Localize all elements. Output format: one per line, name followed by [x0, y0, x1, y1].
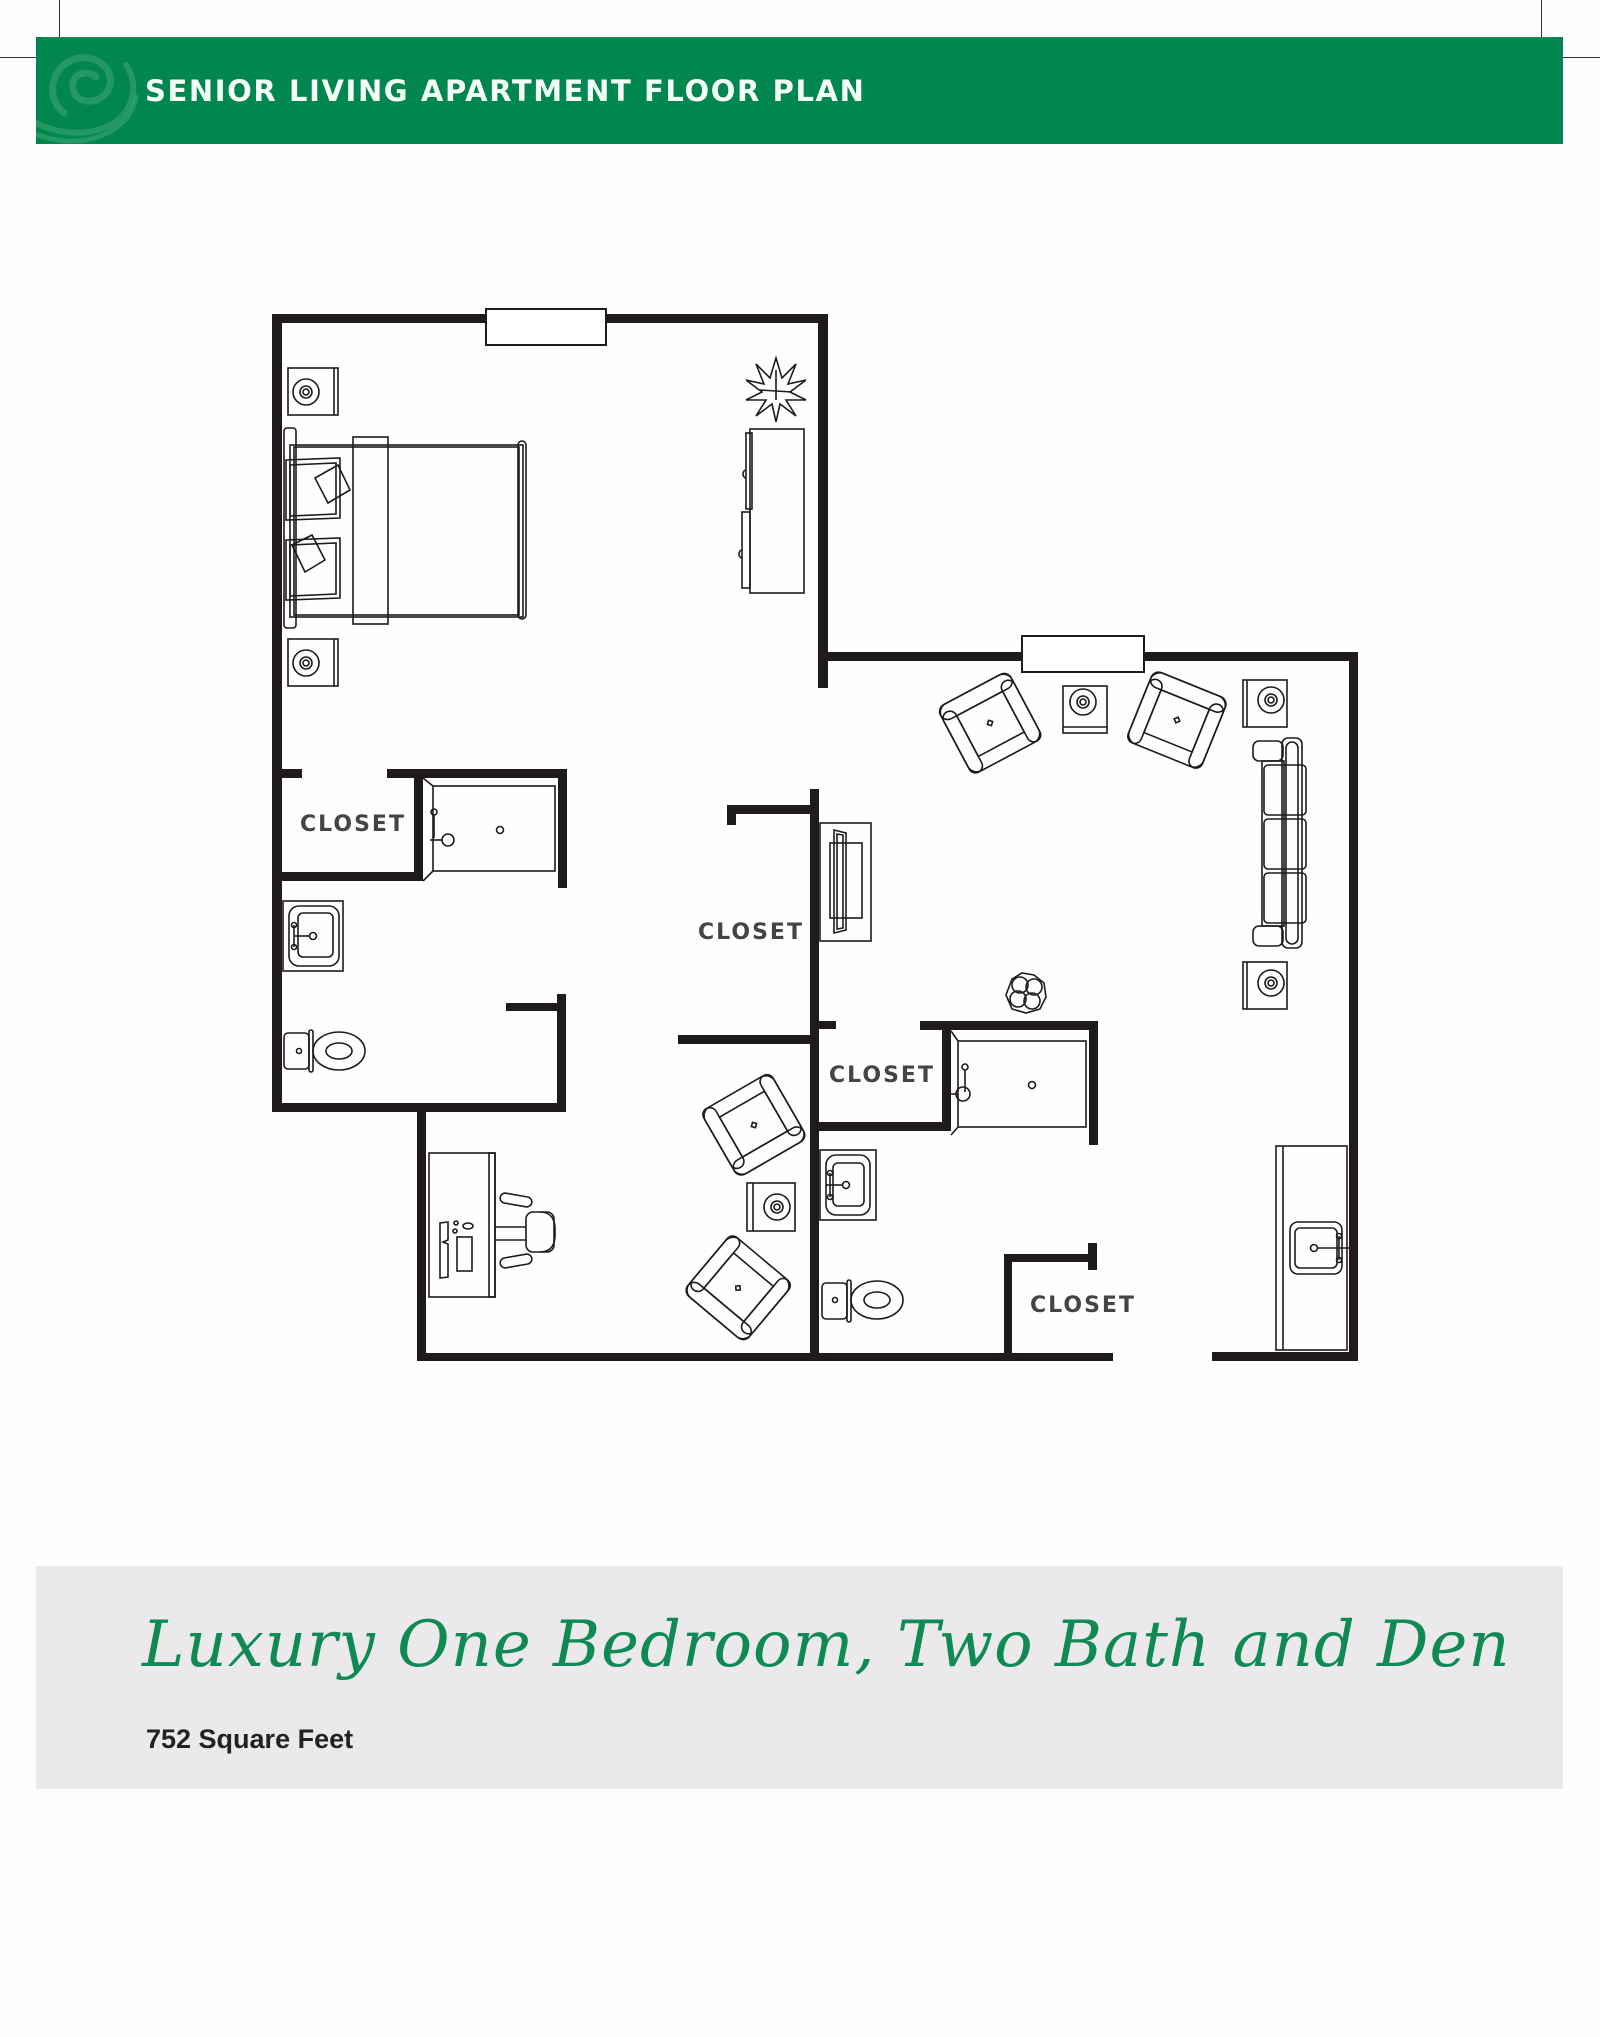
nightstand-icon [287, 638, 339, 687]
side-table-icon [746, 1182, 796, 1232]
window-icon [485, 308, 607, 346]
room-label-closet: CLOSET [1030, 1293, 1136, 1318]
armchair-icon [938, 672, 1042, 774]
crop-mark [1563, 57, 1600, 58]
header-banner: SENIOR LIVING APARTMENT FLOOR PLAN [36, 37, 1563, 144]
sofa-icon [1252, 737, 1307, 949]
kitchen-sink-icon [1289, 1221, 1349, 1275]
toilet-icon [283, 1029, 366, 1073]
toilet-icon [821, 1279, 904, 1323]
window-icon [1021, 635, 1145, 673]
plant-icon [745, 355, 807, 423]
armchair-icon [702, 1073, 806, 1176]
room-label-closet: CLOSET [300, 812, 406, 837]
unit-title: Luxury One Bedroom, Two Bath and Den [142, 1608, 1511, 1682]
crop-mark [59, 0, 60, 37]
side-table-icon [1062, 685, 1108, 734]
room-label-closet: CLOSET [829, 1063, 935, 1088]
page-title: SENIOR LIVING APARTMENT FLOOR PLAN [145, 73, 866, 108]
dresser-icon [738, 428, 805, 594]
armchair-icon [685, 1235, 792, 1341]
armchair-icon [1126, 671, 1227, 769]
sink-icon [282, 900, 344, 972]
nightstand-icon [287, 367, 339, 416]
floor-plan [272, 308, 1358, 1361]
swirl-logo-icon [36, 54, 139, 144]
crop-mark [1541, 0, 1542, 37]
plant-icon [1005, 972, 1047, 1014]
unit-area: 752 Square Feet [146, 1724, 354, 1754]
walls [272, 314, 1358, 1361]
bed-icon [283, 427, 527, 629]
room-label-closet: CLOSET [698, 920, 804, 945]
shower-icon [950, 1030, 1087, 1136]
tv-console-icon [819, 822, 872, 942]
desk-icon [428, 1152, 496, 1298]
crop-mark [0, 57, 36, 58]
office-chair-icon [494, 1192, 556, 1269]
unit-info-panel: Luxury One Bedroom, Two Bath and Den 752… [36, 1566, 1563, 1789]
lamp-table-icon [1242, 679, 1288, 728]
sink-icon [819, 1149, 877, 1221]
shower-icon [422, 777, 556, 882]
lamp-table-icon [1242, 961, 1288, 1010]
